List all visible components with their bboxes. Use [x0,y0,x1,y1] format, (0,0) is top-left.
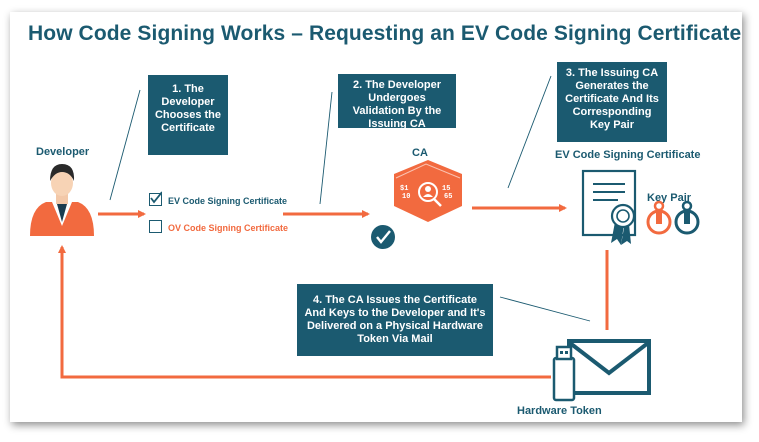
leader-step-2 [319,91,333,205]
step-4-box: 4. The CA Issues the Certificate And Key… [297,284,493,356]
flow-arrows [58,204,609,379]
leader-step-3 [507,75,552,189]
leader-step-4 [499,296,591,322]
checkmark-circle-icon [371,225,395,249]
ev-certificate-label: EV Code Signing Certificate [555,149,701,161]
step-3-box: 3. The Issuing CA Generates the Certific… [557,62,667,142]
step-2-box: 2. The Developer Undergoes Validation By… [338,74,456,130]
leader-step-1 [109,89,141,201]
ca-label: CA [412,147,428,159]
checkmark-icon [150,191,162,204]
svg-text:10: 10 [402,193,410,201]
svg-text:$1: $1 [400,185,408,193]
certificate-icon [581,169,637,245]
usb-drive-icon [552,345,576,402]
search-user-icon [418,182,438,202]
ev-option-label: EV Code Signing Certificate [168,196,288,206]
page-title: How Code Signing Works – Requesting an E… [28,22,742,45]
envelope-icon [567,339,651,395]
ca-digits: $1 10 15 65 [400,185,452,201]
developer-label: Developer [36,146,90,158]
lock-key-icon [646,200,700,235]
developer-avatar-icon [30,164,94,236]
hardware-token-label: Hardware Token [517,405,602,417]
ev-checkbox[interactable] [149,191,162,206]
svg-text:65: 65 [444,193,452,201]
leader-lines [109,75,591,322]
ov-checkbox[interactable] [149,220,162,233]
svg-text:15: 15 [442,185,450,193]
ca-hexagon [394,160,462,222]
arrow-token-to-developer [58,245,551,379]
step-1-box: 1. The Developer Chooses the Certificate [148,75,228,155]
ov-option-label: OV Code Signing Certificate [168,223,289,233]
